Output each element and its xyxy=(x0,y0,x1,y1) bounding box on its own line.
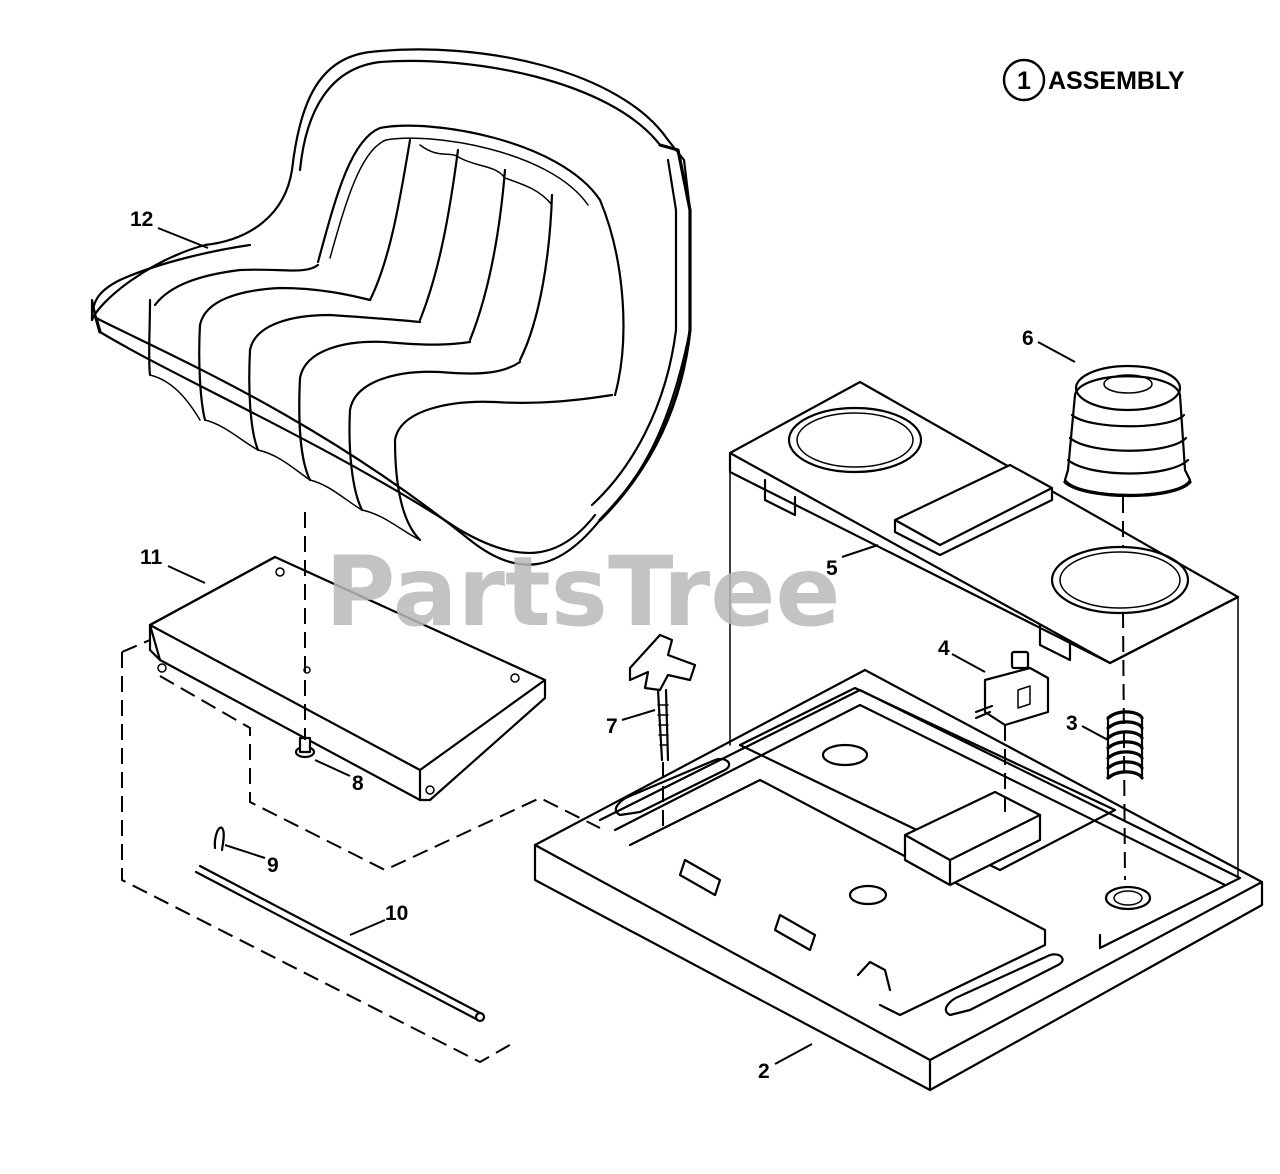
assembly-symbol-circle xyxy=(1002,58,1046,102)
seat-plate-part-11[interactable] xyxy=(148,555,547,802)
assembly-legend: 1 ASSEMBLY xyxy=(1002,58,1185,102)
callout-8[interactable]: 8 xyxy=(352,772,364,795)
cover-part-5[interactable] xyxy=(728,380,1240,879)
callout-7[interactable]: 7 xyxy=(606,715,618,738)
rod-part-10[interactable] xyxy=(194,864,486,1023)
leader-lines xyxy=(157,227,1109,1065)
callout-9[interactable]: 9 xyxy=(267,854,279,877)
callout-5[interactable]: 5 xyxy=(826,557,838,580)
seat-part-12[interactable] xyxy=(90,48,692,566)
callout-labels: 12 11 6 5 4 3 7 8 9 10 2 xyxy=(130,208,1078,1083)
assembly-symbol-number: 1 xyxy=(1017,67,1031,95)
switch-part-4[interactable] xyxy=(974,650,1050,727)
boot-part-6[interactable] xyxy=(1063,364,1192,498)
knob-part-7[interactable] xyxy=(628,633,697,762)
watermark: PartsTree xyxy=(325,536,840,648)
cotter-pin-part-9[interactable] xyxy=(213,826,225,852)
assembly-label: ASSEMBLY xyxy=(1048,67,1185,95)
bolt-part-8[interactable] xyxy=(294,736,316,759)
base-pan-part-2[interactable] xyxy=(533,668,1264,1092)
callout-11[interactable]: 11 xyxy=(140,546,163,569)
callout-3[interactable]: 3 xyxy=(1066,712,1078,735)
callout-12[interactable]: 12 xyxy=(130,208,153,231)
callout-10[interactable]: 10 xyxy=(385,902,408,925)
callout-2[interactable]: 2 xyxy=(758,1060,770,1083)
callout-6[interactable]: 6 xyxy=(1022,327,1034,350)
spring-part-3[interactable] xyxy=(1106,710,1144,780)
callout-4[interactable]: 4 xyxy=(938,637,950,660)
assembly-lines xyxy=(121,497,1126,1064)
